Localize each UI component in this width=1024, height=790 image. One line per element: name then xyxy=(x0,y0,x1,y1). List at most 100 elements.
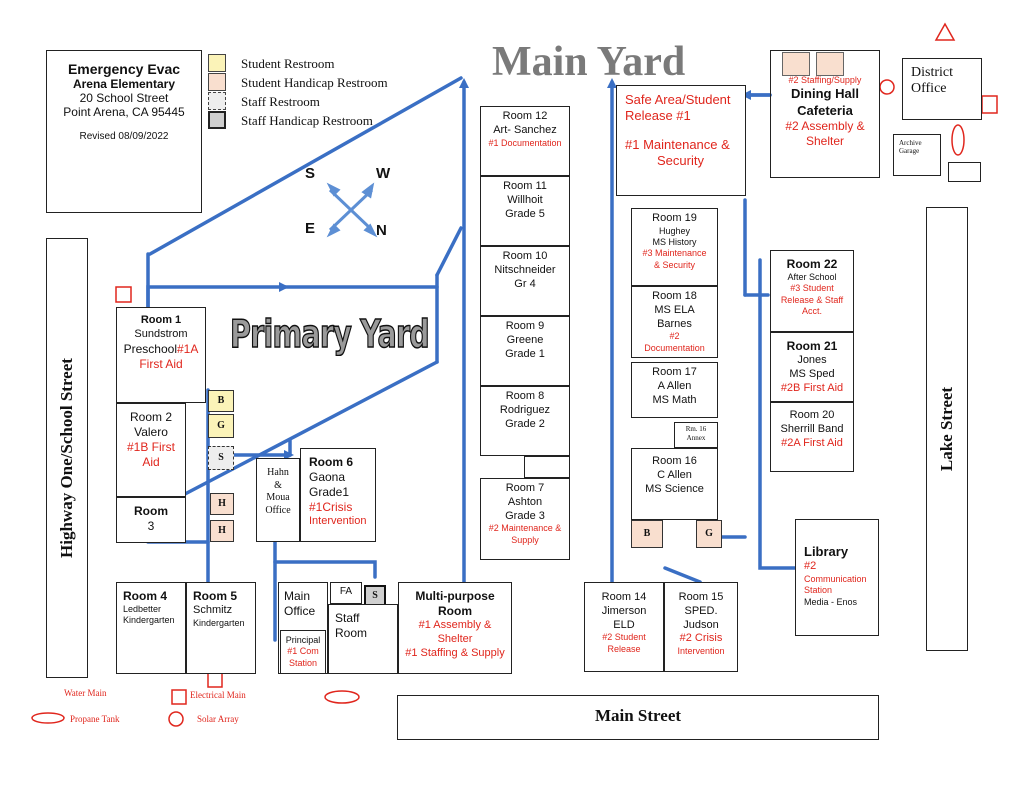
room-7: Room 7 Ashton Grade 3 #2 Maintenance & S… xyxy=(480,478,570,560)
room-teacher: Valero xyxy=(134,425,168,439)
room-grade: Grade 3 xyxy=(505,509,545,522)
room-name: Room 5 xyxy=(193,589,238,603)
room-program: MS Science xyxy=(645,482,704,495)
revised-date: Revised 08/09/2022 xyxy=(79,131,169,142)
address-line: 20 School Street xyxy=(79,91,169,105)
room-role: #1Crisis xyxy=(309,500,353,514)
room-6: Room 6 Gaona Grade1 #1Crisis Interventio… xyxy=(300,448,376,542)
room-14: Room 14 Jimerson ELD #2 Student Release xyxy=(584,582,664,672)
room-name: Room 6 xyxy=(309,455,354,469)
room-9: Room 9 Greene Grade 1 xyxy=(480,316,570,386)
room-grade: Grade 1 xyxy=(505,347,545,360)
water-main-label: Water Main xyxy=(64,688,107,698)
room-15: Room 15 SPED. Judson #2 Crisis Intervent… xyxy=(664,582,738,672)
safe-area-label: Safe Area/Student xyxy=(625,92,731,107)
room-11: Room 11 Willhoit Grade 5 xyxy=(480,176,570,246)
room-name: Annex xyxy=(686,433,706,442)
room-10: Room 10 Nitschneider Gr 4 xyxy=(480,246,570,316)
room-teacher: SPED. xyxy=(684,604,718,617)
room-teacher: Sherrill Band xyxy=(780,422,844,435)
room-teacher: Schmitz xyxy=(193,604,233,616)
room-grade: Gr 4 xyxy=(514,277,536,290)
room-role: #3 Maintenance xyxy=(642,248,707,259)
room-21: Room 21 Jones MS Sped #2B First Aid xyxy=(770,332,854,402)
office-label: Office xyxy=(284,604,316,618)
compass-s: S xyxy=(305,165,316,182)
room-teacher: Nitschneider xyxy=(494,263,556,276)
archive-label: Garage xyxy=(899,147,920,155)
room-name: Room 1 xyxy=(140,314,182,326)
dining-hall-tile xyxy=(782,52,810,76)
student-handicap-swatch xyxy=(208,73,226,91)
room-role: #1A xyxy=(177,341,199,356)
electrical-main-icon xyxy=(171,689,187,705)
main-street: Main Street xyxy=(397,695,879,740)
room-role: Documentation xyxy=(644,342,705,353)
room-12: Room 12 Art- Sanchez #1 Documentation xyxy=(480,106,570,176)
safe-area-role: #1 Maintenance & xyxy=(625,136,730,152)
room-role: #2 Student xyxy=(602,632,646,643)
room-17: Room 17 A Allen MS Math xyxy=(631,362,718,418)
principal-office: Principal #1 Com Station xyxy=(280,630,326,674)
hahn-moua-office: Hahn & Moua Office xyxy=(256,458,300,542)
room-16-annex: Rm. 16 Annex xyxy=(674,422,718,448)
room-name: Room 22 xyxy=(786,257,838,271)
room-role: Acct. xyxy=(801,305,822,316)
boys-restroom-tile: B xyxy=(631,520,663,548)
room-role: #2 Maintenance & xyxy=(488,523,562,534)
route-line xyxy=(758,258,797,570)
room-name: Room 19 xyxy=(652,212,697,224)
room-role: #3 Student xyxy=(790,283,834,294)
staff-restroom-tile: S xyxy=(208,446,234,470)
legend-student: Student Restroom xyxy=(241,56,335,71)
main-street-label: Main Street xyxy=(594,706,682,725)
office-label: Moua xyxy=(266,492,290,503)
room-name: Room 9 xyxy=(505,320,545,332)
room-role: #2A First Aid xyxy=(781,436,843,449)
propane-tank-label: Propane Tank xyxy=(70,714,120,724)
room-role: Station xyxy=(288,657,318,668)
room-teacher: Hughey xyxy=(658,225,691,236)
room-role: Intervention xyxy=(677,646,725,656)
room-teacher: Jimerson xyxy=(601,604,647,617)
route-line xyxy=(183,360,439,496)
legend-staff-handicap: Staff Handicap Restroom xyxy=(241,113,373,128)
archive-garage: Archive Garage xyxy=(893,134,941,176)
solar-array-icon xyxy=(879,79,895,95)
room-role: #2 Staffing/Supply xyxy=(788,75,862,85)
room-teacher: A Allen xyxy=(657,379,692,392)
compass-n: N xyxy=(376,222,387,239)
room-program: Preschool xyxy=(123,341,177,356)
restroom-legend: Student Restroom Student Handicap Restro… xyxy=(208,54,438,154)
title-box: Emergency Evac Arena Elementary 20 Schoo… xyxy=(46,50,202,213)
city-line: Point Arena, CA 95445 xyxy=(63,105,185,119)
safe-area-role: Security xyxy=(657,152,704,168)
room-name: Room 11 xyxy=(503,180,547,192)
archive-label: Archive xyxy=(899,139,922,147)
office-label: Principal xyxy=(285,635,321,645)
room-name: Room 2 xyxy=(129,410,173,424)
dining-hall-tile xyxy=(816,52,844,76)
office-label: Office xyxy=(911,81,947,96)
multipurpose-room: Multi-purpose Room #1 Assembly & Shelter… xyxy=(398,582,512,674)
solar-array-icon xyxy=(168,711,184,727)
room-1: Room 1 Sundstrom Preschool#1A First Aid xyxy=(116,307,206,403)
dining-hall-cafeteria: #2 Staffing/Supply Dining Hall Cafeteria… xyxy=(770,50,880,178)
staff-restroom-swatch xyxy=(208,92,226,110)
room-name: Room 8 xyxy=(505,390,545,402)
room-teacher: Willhoit xyxy=(507,193,543,206)
room-name: Room 16 xyxy=(652,455,697,467)
route-line xyxy=(435,226,463,277)
room-role: #1 Documentation xyxy=(488,137,562,148)
girls-restroom-tile: G xyxy=(696,520,722,548)
room-20: Room 20 Sherrill Band #2A First Aid xyxy=(770,402,854,472)
route-line xyxy=(148,76,463,256)
room-16: Room 16 C Allen MS Science xyxy=(631,448,718,520)
room-teacher: Ledbetter xyxy=(123,604,162,614)
room-program: MS History xyxy=(652,237,697,247)
compass-w: W xyxy=(376,165,391,182)
room-name: Library xyxy=(804,544,849,559)
room-name: Cafeteria xyxy=(797,102,853,118)
room-role: #1 Staffing & Supply xyxy=(405,646,505,659)
room-teacher: Rodriguez xyxy=(499,403,551,416)
